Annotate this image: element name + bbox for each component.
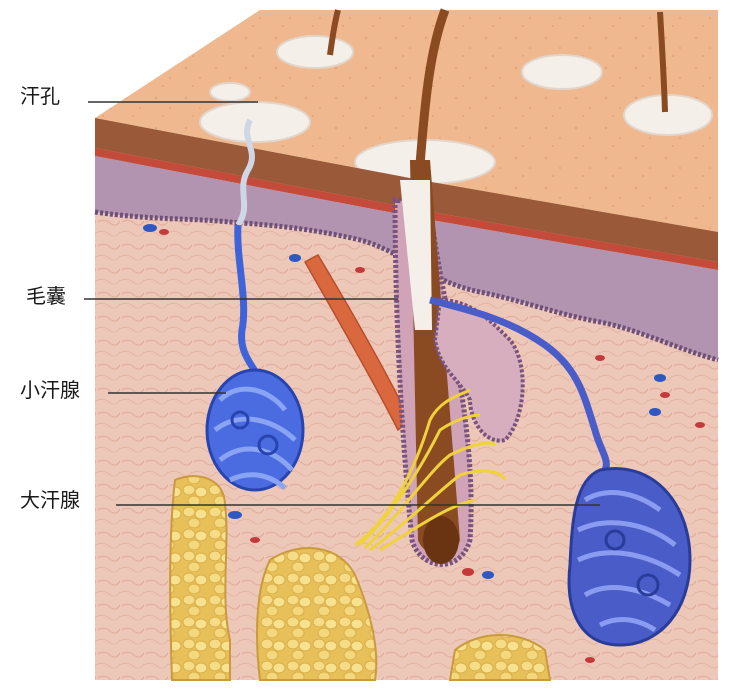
surface-pore-blob	[521, 54, 603, 90]
surface-pore-blob	[209, 82, 251, 102]
surface-pore-blob	[623, 94, 713, 136]
hair-strand	[327, 9, 341, 56]
surface-pore-blob	[199, 101, 311, 143]
apocrine-duct	[429, 296, 610, 472]
hair-bulb	[423, 516, 459, 564]
fat-lobule	[448, 634, 552, 681]
apocrine-coil	[567, 467, 692, 647]
hair-strand	[657, 11, 668, 113]
eccrine-coil	[205, 368, 305, 492]
leader-lines	[84, 101, 600, 506]
follicle-upper-canal	[400, 180, 432, 330]
label-hair-follicle: 毛囊	[24, 284, 68, 308]
label-sweat-pore: 汗孔	[18, 84, 62, 108]
basal-wavy-border	[94, 209, 719, 363]
hair-strand	[415, 8, 450, 166]
label-eccrine-gland: 小汗腺	[18, 378, 82, 402]
sebaceous-gland	[432, 297, 525, 443]
blood-vessels	[143, 224, 705, 663]
fat-lobule	[256, 547, 378, 681]
eccrine-duct-upper	[235, 118, 255, 227]
nerve-endings	[354, 388, 507, 552]
surface-pore-blob	[276, 35, 354, 69]
fat-lobule	[169, 475, 231, 681]
label-apocrine-gland: 大汗腺	[18, 488, 82, 512]
